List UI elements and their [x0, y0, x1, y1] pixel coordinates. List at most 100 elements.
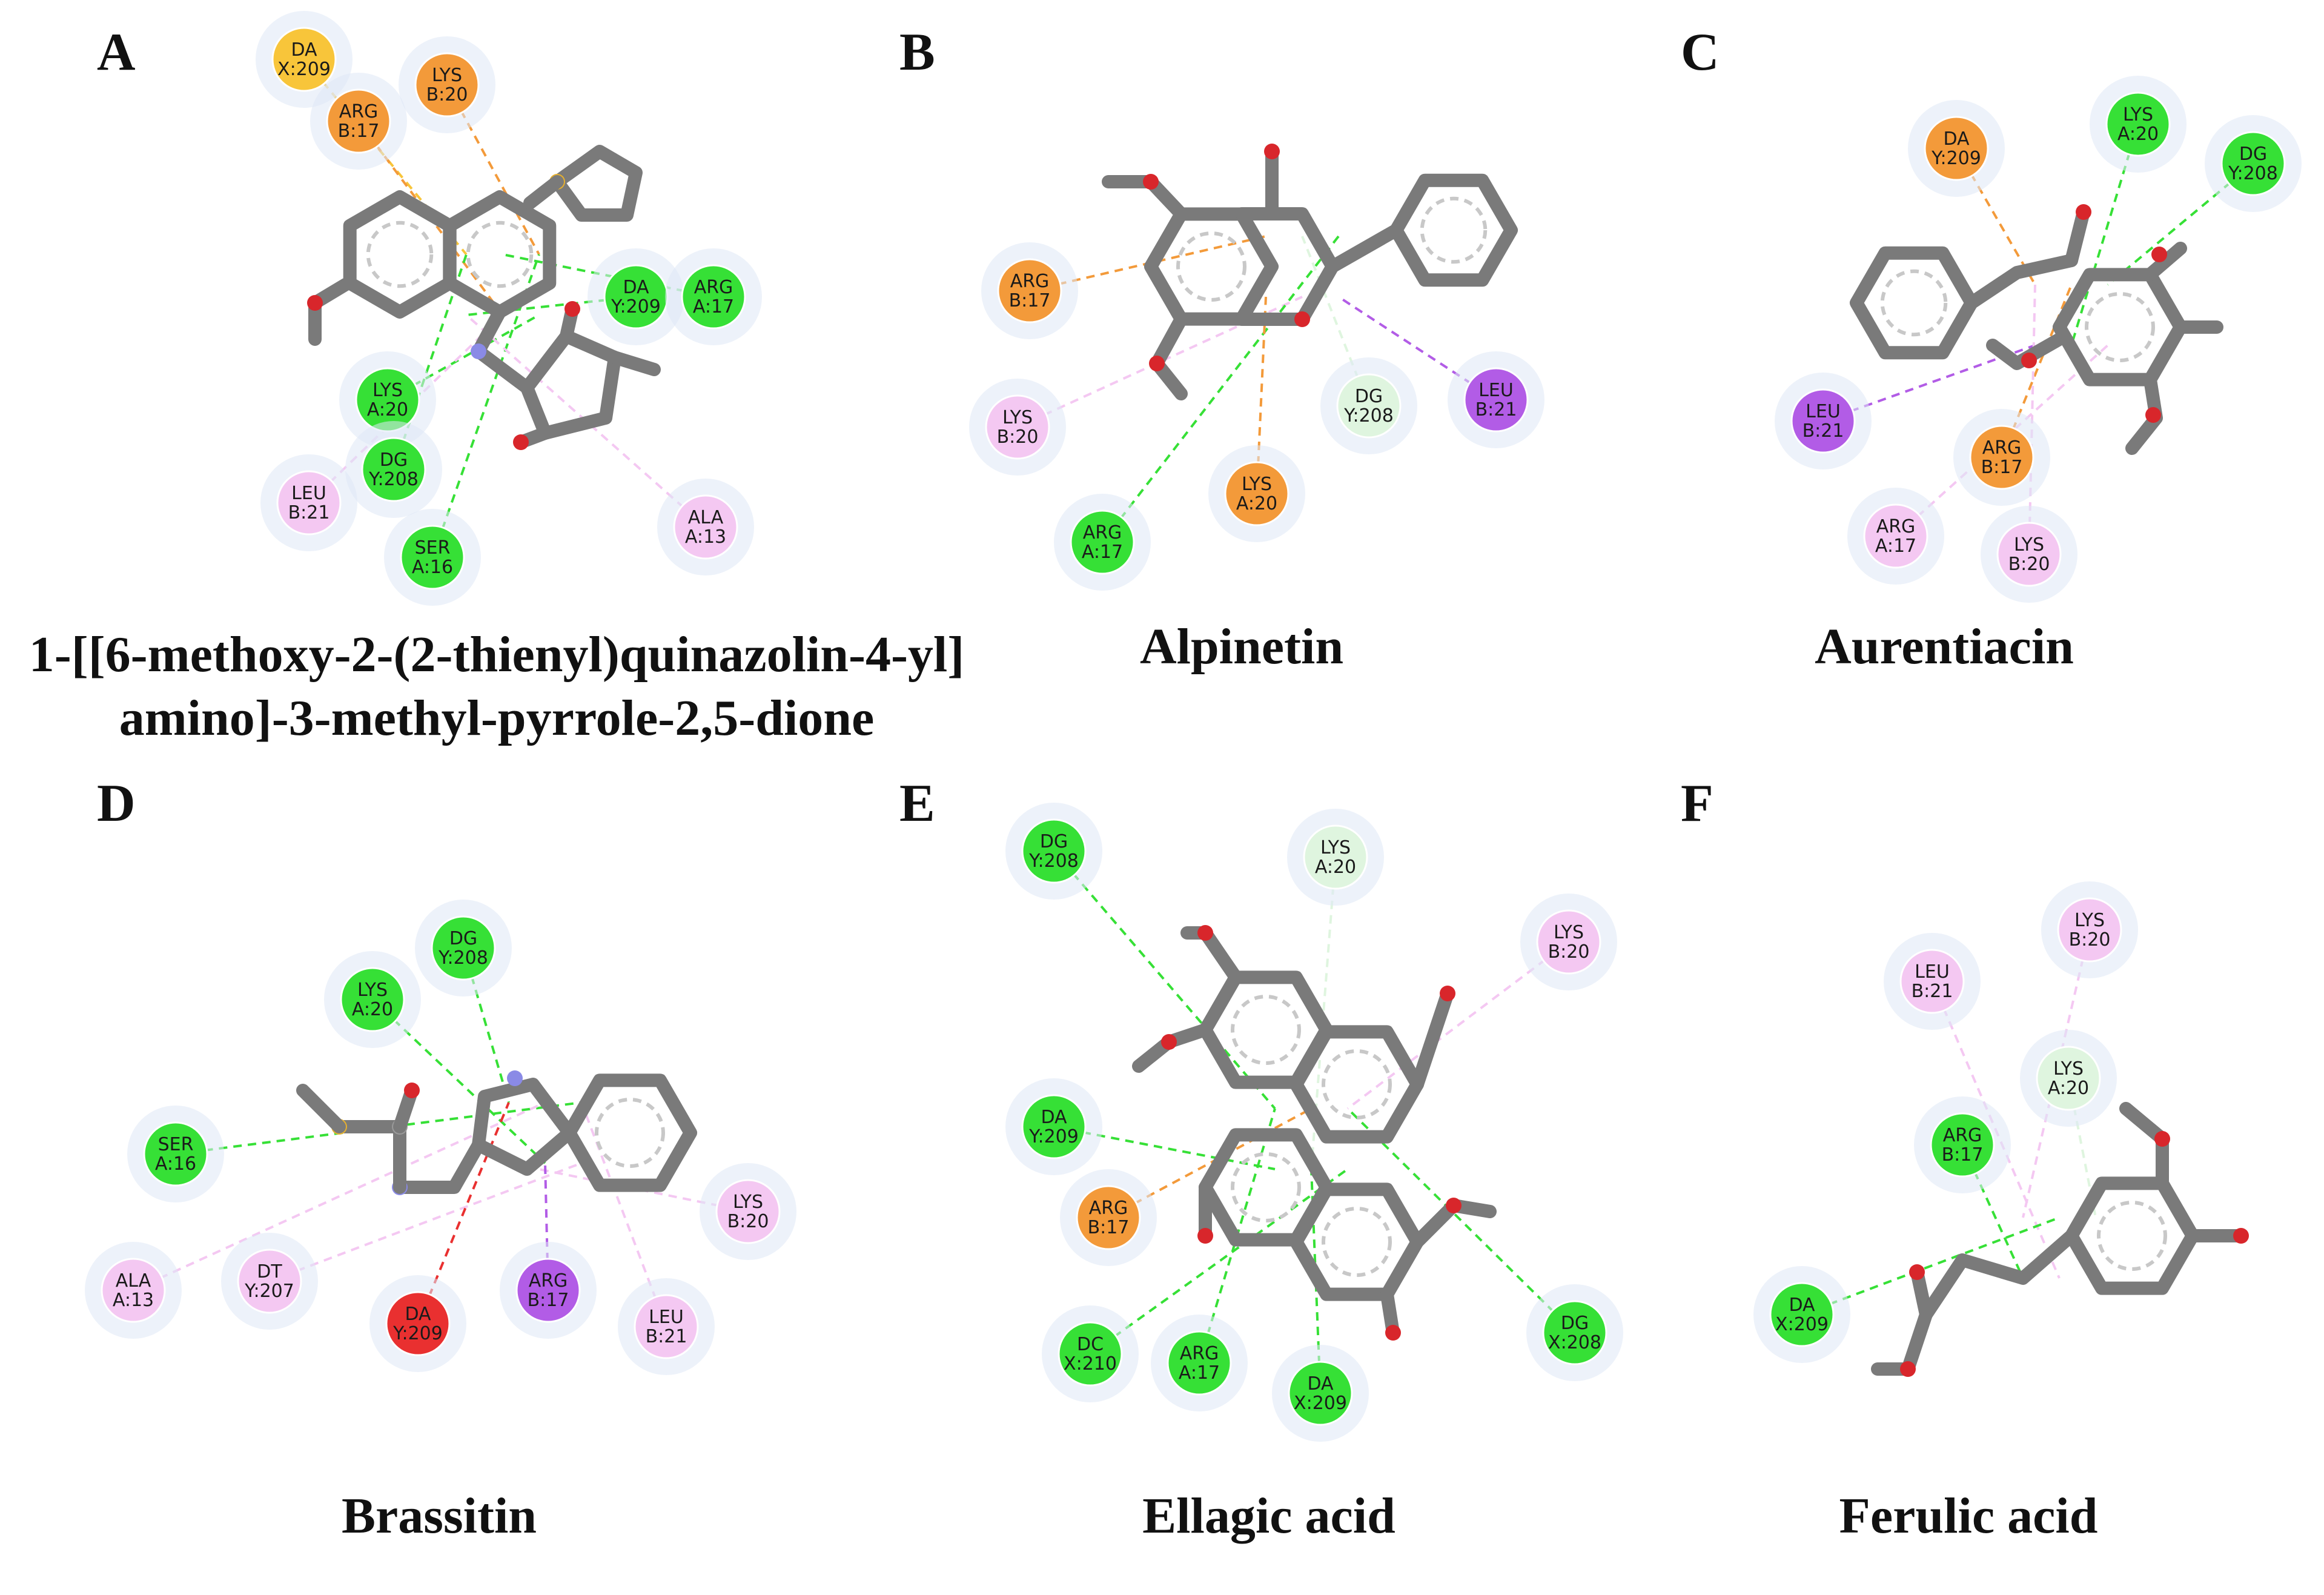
residue-label: LEU [1806, 401, 1841, 422]
residue-circle [1021, 1094, 1087, 1159]
methyl-bond [296, 1084, 346, 1133]
carbonyl-bond [2065, 205, 2090, 267]
b-ring [1389, 173, 1518, 287]
residue-label: B:17 [338, 121, 380, 142]
ring-2-aromatic [1322, 1049, 1392, 1119]
hydroxyl-oxygen-2 [1161, 1034, 1177, 1050]
residue-circle [1969, 425, 2034, 490]
residue-circle [414, 52, 480, 118]
residue-circle [101, 1258, 166, 1323]
residue-circle [997, 258, 1062, 323]
residue-node: DGX:208 [1526, 1284, 1623, 1381]
hydroxyl-oxygen-4 [1385, 1325, 1401, 1341]
residue-circle [1769, 1282, 1835, 1347]
phenyl-bond [1326, 224, 1403, 273]
residue-label: LYS [1242, 474, 1272, 495]
residue-label: X:209 [277, 59, 331, 80]
methoxy-bond [308, 278, 352, 346]
interaction-line [2070, 124, 2139, 346]
residue-label: B:20 [2008, 554, 2050, 575]
interaction-line [580, 1102, 667, 1327]
residue-label: DA [405, 1304, 431, 1325]
residue-circle [1224, 461, 1289, 526]
residue-circle [1303, 824, 1368, 890]
methoxy-oxygen [1143, 174, 1159, 190]
residue-circle [2036, 1046, 2101, 1111]
residue-label: B:21 [1475, 399, 1517, 420]
quinazoline-ring-b-aromatic [466, 221, 534, 288]
ring-1-aromatic [1231, 995, 1301, 1065]
benzene-ring [563, 1073, 697, 1192]
residue-label: LYS [1320, 837, 1351, 858]
phenyl-ring-aromatic [1880, 269, 1948, 337]
hydroxyl-bond [2144, 242, 2187, 281]
residue-node: DGY:208 [1005, 803, 1102, 900]
ligand-structure [296, 1070, 697, 1195]
residue-label: DG [2239, 144, 2267, 165]
carbonyl-oxygen-2 [513, 434, 529, 450]
residue-label: ARG [694, 277, 733, 298]
a-ring-aromatic [1176, 231, 1246, 302]
pyrrole-ring [520, 330, 621, 440]
indole-nitrogen [507, 1070, 523, 1086]
interaction-line [465, 314, 707, 528]
residue-node: DAY:209 [369, 1275, 466, 1372]
hydroxyl-oxygen [1149, 356, 1165, 371]
residue-label: B:17 [1088, 1217, 1130, 1238]
panel-f: LYSB:20LEUB:21LYSA:20ARGB:17DAX:209FFeru… [1681, 774, 2249, 1544]
residue-label: B:17 [1981, 457, 2023, 478]
methylene-bond [393, 1138, 485, 1194]
residue-label: DA [623, 277, 649, 298]
residue-label: A:20 [367, 399, 408, 420]
panel-d: DGY:208LYSA:20SERA:16LYSB:20ALAA:13DTY:2… [85, 774, 796, 1544]
residue-label: Y:208 [1028, 851, 1079, 872]
residue-label: Y:209 [1028, 1126, 1079, 1147]
residue-label: LEU [1915, 961, 1950, 983]
interaction-line [1346, 1107, 1576, 1334]
residue-node: DAY:209 [588, 248, 684, 345]
residue-label: Y:207 [244, 1281, 294, 1302]
residue-label: SER [415, 537, 451, 559]
residue-label: X:209 [1775, 1314, 1829, 1335]
panel-letter: D [97, 774, 136, 833]
interaction-line [269, 1162, 582, 1282]
residue-label: DA [1789, 1295, 1815, 1316]
compound-name: Brassitin [342, 1488, 537, 1544]
residue-circle [1076, 1185, 1141, 1250]
residue-circle [1924, 116, 1989, 181]
trisubstituted-ring-aromatic [2085, 292, 2155, 362]
residue-label: Y:208 [438, 947, 488, 969]
residue-label: B:17 [528, 1290, 569, 1311]
residue-circle [681, 264, 746, 330]
residue-node: DAY:209 [1005, 1078, 1102, 1175]
residue-circle [2057, 897, 2122, 963]
residue-label: A:16 [155, 1153, 196, 1175]
residue-circle [1790, 388, 1856, 454]
residue-label: DA [291, 39, 317, 61]
pyrrole-ring [472, 1078, 576, 1176]
residue-label: DG [1040, 831, 1068, 852]
interaction-line [462, 947, 510, 1103]
residue-label: B:20 [727, 1211, 769, 1232]
residue-label: A:20 [352, 999, 393, 1020]
residue-circle [673, 494, 738, 560]
residue-node: DGY:208 [2205, 115, 2302, 212]
quinazoline-ring-a [343, 190, 457, 319]
residue-label: LYS [432, 65, 462, 86]
residue-label: Y:208 [2228, 163, 2278, 184]
residue-label: B:17 [1942, 1144, 1984, 1166]
hydroxyl-oxygen-3 [1446, 1198, 1462, 1213]
